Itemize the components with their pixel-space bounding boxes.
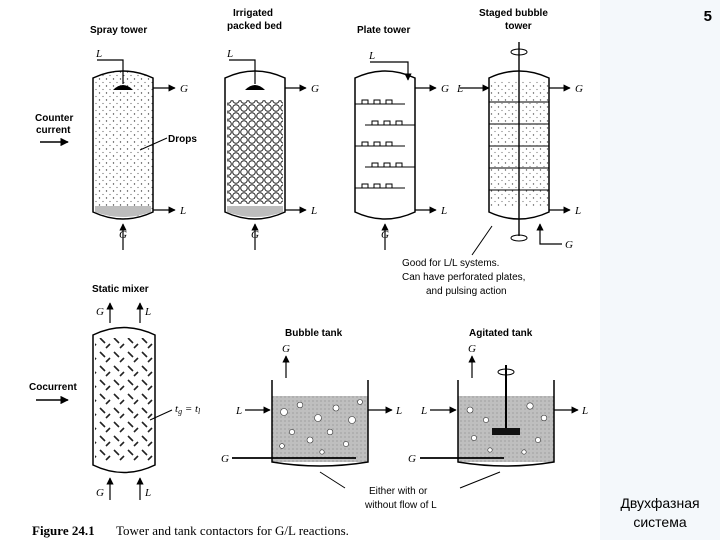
either-note-2: without flow of L <box>364 500 437 511</box>
spray-g-out: G <box>180 83 188 95</box>
agitated-g-in: G <box>408 453 416 465</box>
agitated-l-out: L <box>581 405 588 417</box>
figure-caption: Tower and tank contactors for G/L reacti… <box>116 523 349 538</box>
slide-sidebar: 5 Двухфазная система <box>600 0 720 540</box>
plate-g-out: G <box>441 83 449 95</box>
drops-label: Drops <box>168 134 197 145</box>
static-mixer: Static mixer G L G L <box>92 284 156 500</box>
counter-current-label-2: current <box>36 125 71 136</box>
either-note-1: Either with or <box>369 486 428 497</box>
mixer-l-out: L <box>144 306 151 318</box>
plate-tower: Plate tower L G L G <box>354 25 449 250</box>
packed-g-in: G <box>251 229 259 241</box>
mixer-g-in: G <box>96 487 104 499</box>
plate-l-in: L <box>368 50 375 62</box>
staged-bubble-label-2: tower <box>505 21 532 32</box>
contactors-diagram: Spray tower L G L G Counter current Drop… <box>29 8 588 538</box>
sidebar-caption-line-2: система <box>633 514 687 530</box>
figure-number: Figure 24.1 <box>32 523 95 538</box>
good-for-ll-note-3: and pulsing action <box>426 286 507 297</box>
bubble-g-out: G <box>282 343 290 355</box>
good-for-ll-note-2: Can have perforated plates, <box>402 272 525 283</box>
sidebar-caption-line-1: Двухфазная <box>620 495 700 511</box>
bubble-l-in: L <box>235 405 242 417</box>
plate-tower-label: Plate tower <box>357 25 410 36</box>
spray-g-in: G <box>119 229 127 241</box>
mixer-g-out: G <box>96 306 104 318</box>
packed-bed-tower: Irrigated packed bed L G L G <box>224 8 319 250</box>
agitated-tank-label: Agitated tank <box>469 328 533 339</box>
tg-tl-label: tg = tl <box>175 403 201 416</box>
spray-l-out: L <box>179 205 186 217</box>
packed-l-in: L <box>226 48 233 60</box>
bubble-l-out: L <box>395 405 402 417</box>
bubble-tank: Bubble tank G L L G <box>221 328 402 467</box>
plate-l-out: L <box>440 205 447 217</box>
good-for-ll-note-1: Good for L/L systems. <box>402 258 499 269</box>
agitated-tank: Agitated tank G L L G <box>408 328 588 467</box>
contactors-figure: Spray tower L G L G Counter current Drop… <box>29 8 588 538</box>
packed-bed-label-2: packed bed <box>227 21 282 32</box>
counter-current-label-1: Counter <box>35 113 73 124</box>
slide-number: 5 <box>703 8 712 25</box>
spray-tower: Spray tower L G L G <box>90 25 188 250</box>
bubble-g-in: G <box>221 453 229 465</box>
cocurrent-label: Cocurrent <box>29 382 77 393</box>
bubble-tank-label: Bubble tank <box>285 328 343 339</box>
spray-tower-label: Spray tower <box>90 25 147 36</box>
staged-g-in: G <box>565 239 573 251</box>
agitated-g-out: G <box>468 343 476 355</box>
packed-bed-label-1: Irrigated <box>233 8 273 19</box>
spray-l-in: L <box>95 48 102 60</box>
plate-g-in: G <box>381 229 389 241</box>
staged-bubble-tower: Staged bubble tower L G L G <box>456 8 583 251</box>
packed-g-out: G <box>311 83 319 95</box>
staged-g-out: G <box>575 83 583 95</box>
staged-l-in: L <box>456 83 463 95</box>
mixer-l-in: L <box>144 487 151 499</box>
packed-l-out: L <box>310 205 317 217</box>
staged-l-out: L <box>574 205 581 217</box>
sidebar-caption: Двухфазная система <box>600 494 720 532</box>
static-mixer-label: Static mixer <box>92 284 149 295</box>
agitated-l-in: L <box>420 405 427 417</box>
staged-bubble-label-1: Staged bubble <box>479 8 548 19</box>
